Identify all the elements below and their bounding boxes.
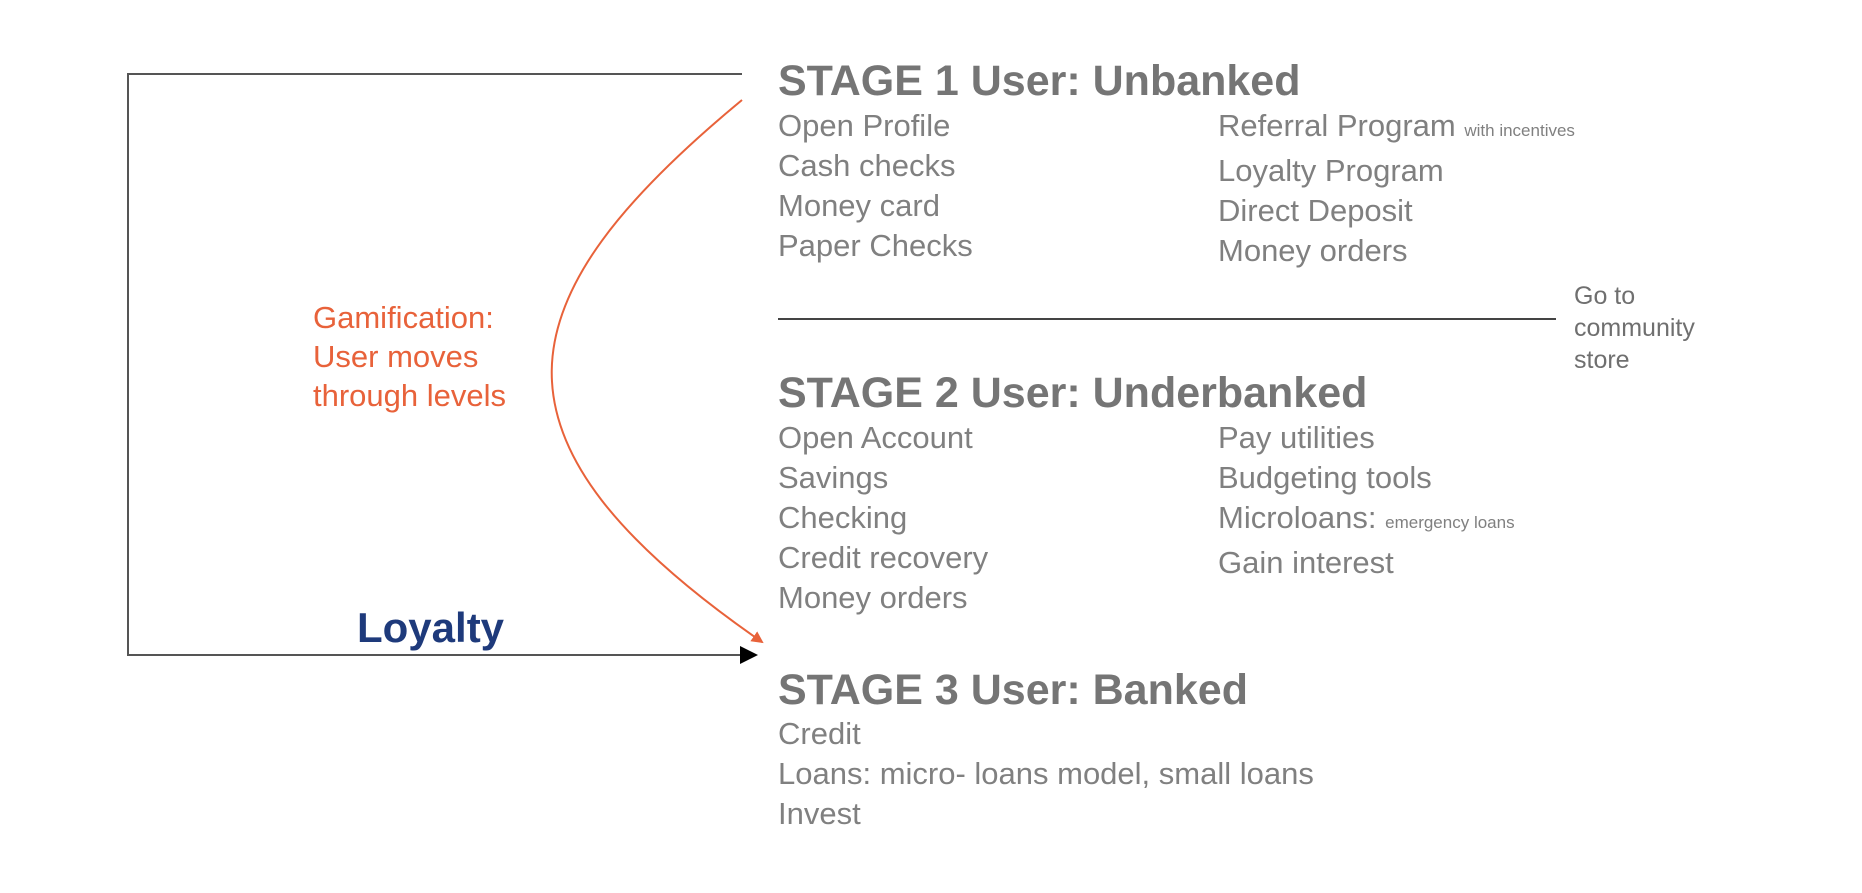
stage-2-item-label: Microloans: — [1218, 500, 1377, 535]
gamification-label: Gamification: User moves through levels — [313, 298, 506, 415]
stage-2-title: STAGE 2 User: Underbanked — [778, 369, 1368, 417]
stage-2-item: Open Account — [778, 420, 973, 455]
gamification-curve — [550, 99, 764, 644]
stage-2-item: Budgeting tools — [1218, 460, 1432, 495]
stage-3-item: Invest — [778, 796, 861, 831]
gamification-line: Gamification: — [313, 300, 494, 335]
divider-note-line: Go to — [1574, 282, 1636, 310]
stage-2-item-note: emergency loans — [1385, 513, 1515, 532]
stage-1-item: Cash checks — [778, 148, 956, 183]
loyalty-arrowhead — [740, 646, 758, 664]
stage-1-right-list: Referral Program with incentives Loyalty… — [1218, 106, 1575, 271]
stage-1-item: Direct Deposit — [1218, 193, 1413, 228]
stage-2-item: Gain interest — [1218, 545, 1394, 580]
gamification-line: through levels — [313, 378, 507, 413]
stage-2-item: Savings — [778, 460, 889, 495]
stage-1-item-label: Referral Program — [1218, 108, 1456, 143]
gamification-line: User moves — [313, 339, 479, 374]
stage-2-item: Microloans: emergency loans — [1218, 498, 1515, 543]
stage-2-item: Checking — [778, 500, 908, 535]
loyalty-label: Loyalty — [357, 604, 505, 651]
stage-1-left-list: Open Profile Cash checks Money card Pape… — [778, 106, 973, 266]
stage-1-item: Loyalty Program — [1218, 153, 1444, 188]
stage-3-item: Loans: micro- loans model, small loans — [778, 756, 1314, 791]
stage-3-item: Credit — [778, 716, 861, 751]
divider-note-line: store — [1574, 346, 1630, 374]
divider-note: Go to community store — [1574, 280, 1695, 376]
stage-1-title: STAGE 1 User: Unbanked — [778, 57, 1301, 105]
stage-1-item-note: with incentives — [1464, 121, 1575, 140]
divider-note-line: community — [1574, 314, 1695, 342]
stage-1-item: Paper Checks — [778, 228, 973, 263]
stage-1-item: Money card — [778, 188, 940, 223]
stage-2-right-list: Pay utilities Budgeting tools Microloans… — [1218, 418, 1515, 583]
stage-2-left-list: Open Account Savings Checking Credit rec… — [778, 418, 988, 618]
stage-2-item: Money orders — [778, 580, 968, 615]
stage-1-item: Money orders — [1218, 233, 1408, 268]
stage-1-item: Open Profile — [778, 108, 951, 143]
stage-2-item: Credit recovery — [778, 540, 989, 575]
stage-3-left-list: Credit Loans: micro- loans model, small … — [778, 714, 1314, 834]
stage-3-title: STAGE 3 User: Banked — [778, 666, 1248, 714]
loyalty-frame-line — [127, 73, 742, 656]
stage-2-item: Pay utilities — [1218, 420, 1375, 455]
stage-1-item: Referral Program with incentives — [1218, 106, 1575, 151]
